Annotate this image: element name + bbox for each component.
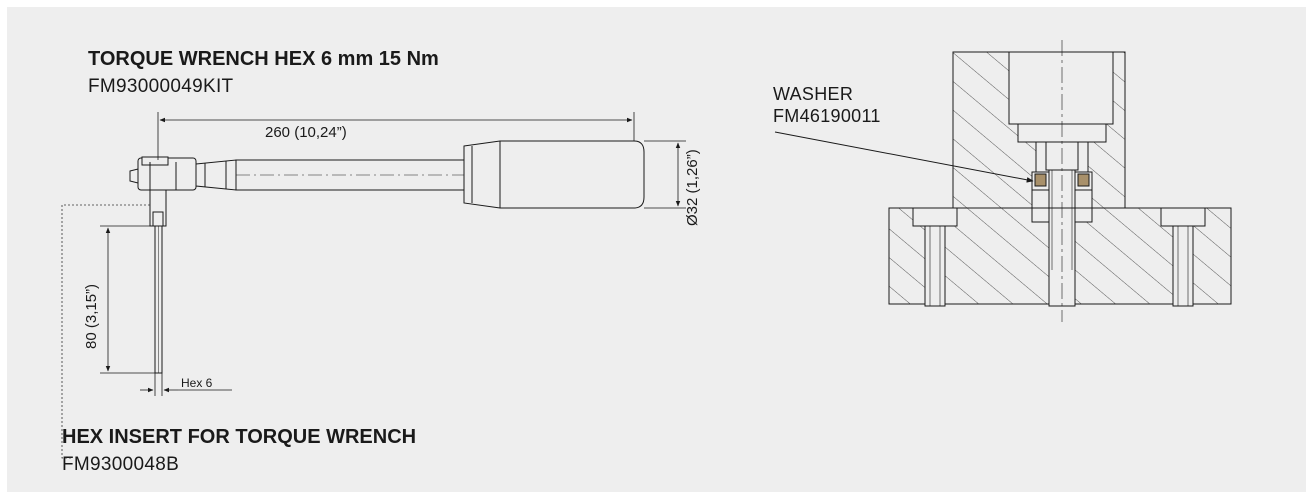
insert-code: FM9300048B <box>62 454 180 475</box>
dim-hex-label: Hex 6 <box>181 376 213 390</box>
section-view <box>888 40 1232 322</box>
dimension-length <box>157 112 635 160</box>
washer-callout-code: FM46190011 <box>773 106 881 126</box>
dimension-diameter <box>644 140 686 209</box>
dim-diameter-label: Ø32 (1,26”) <box>684 149 701 226</box>
washer-callout-name: WASHER <box>773 84 854 104</box>
wrench-title: TORQUE WRENCH HEX 6 mm 15 Nm <box>88 48 439 70</box>
insert-title: HEX INSERT FOR TORQUE WRENCH <box>62 426 417 448</box>
dim-length-label: 260 (10,24”) <box>265 124 347 141</box>
wrench-code: FM93000049KIT <box>88 76 234 97</box>
dim-insert-length-label: 80 (3,15”) <box>83 284 100 349</box>
dimension-hex <box>140 373 232 396</box>
dimension-insert-length <box>100 225 155 374</box>
torque-wrench <box>129 140 645 374</box>
washer-leader <box>774 131 1034 183</box>
insert-leader <box>61 204 150 459</box>
